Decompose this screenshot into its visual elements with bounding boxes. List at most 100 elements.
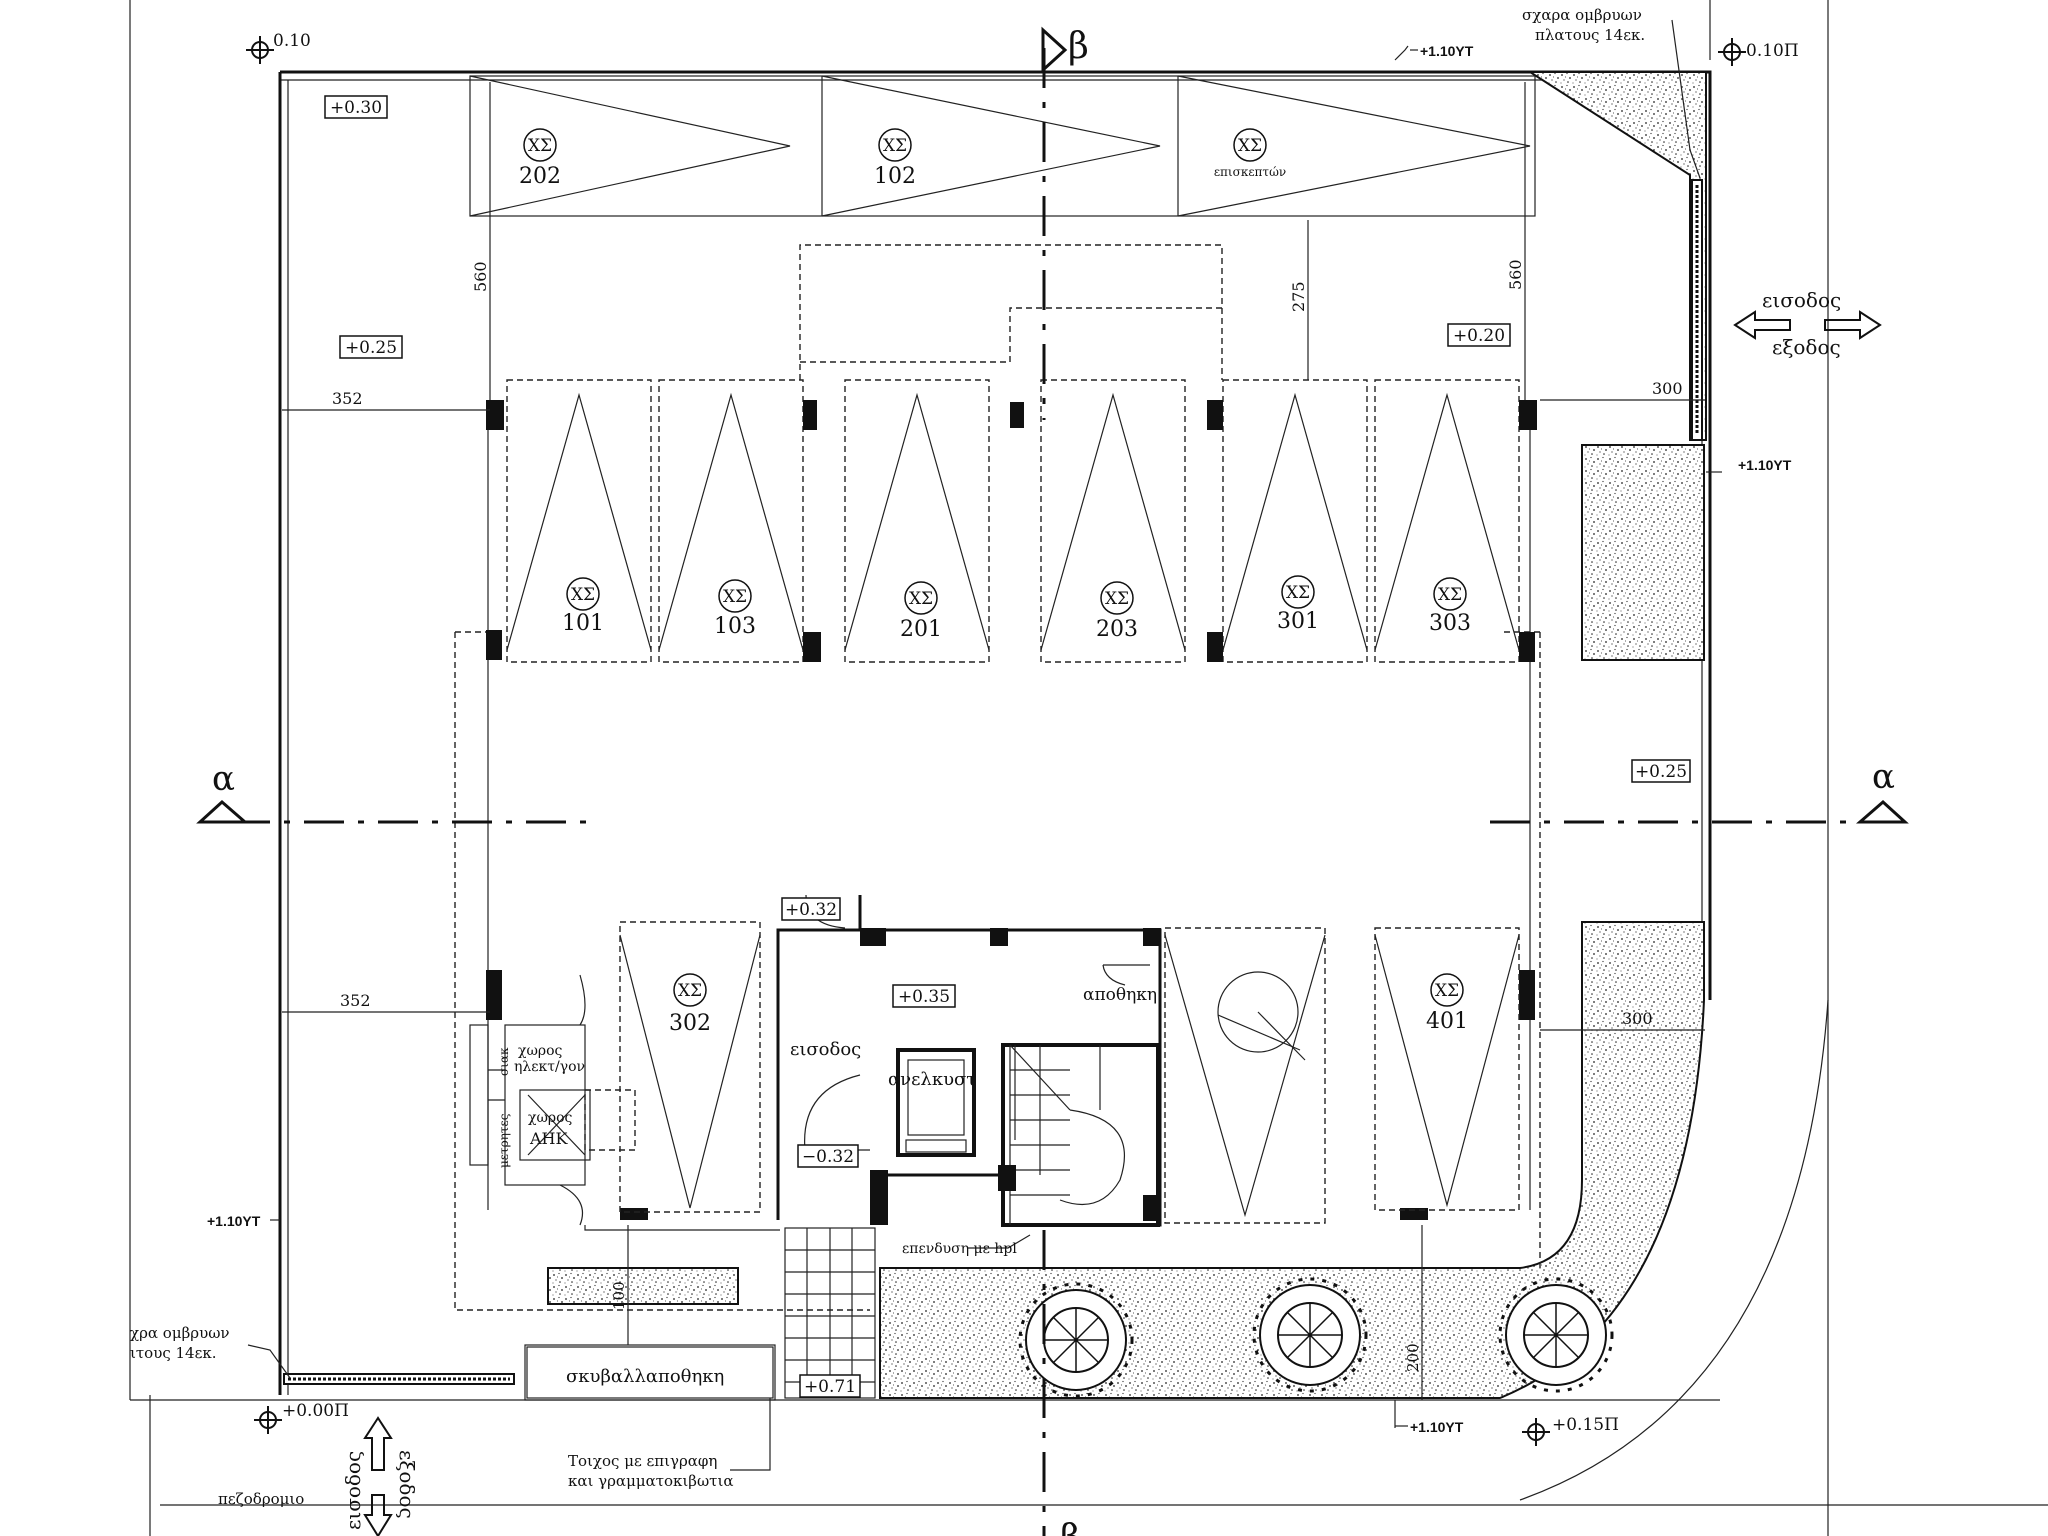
parking-labels: ΧΣ 202 ΧΣ 102 ΧΣ επισκεπτών ΧΣ 101 ΧΣ 10… (519, 128, 1471, 1036)
parking-spot-401[interactable]: ΧΣ 401 (1426, 973, 1468, 1034)
sidewalk-label: πεζοδρομιο (218, 1490, 304, 1508)
section-alpha-right: α (1872, 757, 1895, 797)
wall-note-line1: Τοιχος με επιγραφη (568, 1452, 717, 1470)
dim-100: 100 (610, 1281, 628, 1310)
level-room-tl: +0.30 (330, 98, 382, 118)
parking-middle-row (506, 379, 1520, 663)
yt-bottom: +1.10YT (1410, 1419, 1464, 1435)
parking-number: 103 (714, 614, 756, 639)
section-axes (196, 26, 1909, 1536)
parking-prefix: ΧΣ (909, 589, 933, 609)
storage-label: αποθηκη (1083, 985, 1157, 1005)
entrance-bottom-label: εισοδος (341, 1451, 365, 1530)
section-beta-bottom: β (1060, 1518, 1081, 1536)
level-entry-floor: −0.32 (802, 1147, 854, 1167)
grate-top-line2: πλατους 14εκ. (1535, 26, 1645, 44)
dim-300-bottom: 300 (1622, 1009, 1653, 1028)
parking-spot-103[interactable]: ΧΣ 103 (714, 579, 756, 639)
level-room-right-upper: +0.20 (1453, 326, 1505, 346)
dimension-lines (282, 82, 1705, 1400)
grate-left-line1: χρα ομβρυων (130, 1324, 230, 1342)
elevator-label: ανελκυστ (888, 1069, 976, 1090)
parking-bottom-row (619, 921, 1520, 1224)
level-boxes: +0.30 +0.25 +0.20 +0.25 +0.32 +0.35 −0.3… (324, 95, 1691, 1398)
parking-number: επισκεπτών (1214, 165, 1286, 179)
parking-prefix: ΧΣ (1435, 981, 1459, 1001)
entry-exit-arrows-bottom (363, 1416, 393, 1536)
electric-room-line1: χωρος (518, 1043, 563, 1059)
parking-prefix: ΧΣ (883, 136, 907, 156)
stair-core (776, 894, 1162, 1227)
site-boundary (129, 0, 2048, 1536)
level-stair-top: +0.32 (785, 900, 837, 920)
parking-spot-102[interactable]: ΧΣ 102 (874, 128, 916, 189)
parking-prefix: ΧΣ (1438, 585, 1462, 605)
parking-number: 202 (519, 164, 561, 189)
parking-number: 101 (562, 611, 604, 636)
cladding-label: επενδυση με hpl (902, 1241, 1017, 1257)
parking-prefix: ΧΣ (1238, 136, 1262, 156)
parking-prefix: ΧΣ (528, 136, 552, 156)
entrance-right-label: εισοδος (1762, 288, 1841, 312)
parking-prefix: ΧΣ (1286, 583, 1310, 603)
ahk-room-line1: χωρος (528, 1110, 573, 1126)
level-bottom-small: +0.71 (804, 1377, 856, 1397)
section-letters: α α β β (212, 26, 1895, 1536)
garbage-room-label: σκυβαλλαποθηκη (566, 1366, 724, 1387)
yt-left: +1.10YT (207, 1213, 261, 1229)
parking-spot-203[interactable]: ΧΣ 203 (1096, 581, 1138, 642)
parking-spot-101[interactable]: ΧΣ 101 (562, 577, 604, 636)
dim-200: 200 (1404, 1343, 1422, 1372)
corner-levels: 0.10 0.10Π +0.00Π +0.15Π (273, 31, 1799, 1435)
exit-bottom-label: εξοδος (395, 1450, 419, 1519)
section-beta-top: β (1068, 26, 1089, 67)
grate-left-line2: ιτους 14εκ. (130, 1344, 217, 1362)
annotation-labels: σχαρα ομβρυων πλατους 14εκ. χρα ομβρυων … (130, 6, 1841, 1530)
parking-prefix: ΧΣ (571, 585, 595, 605)
parking-spot-201[interactable]: ΧΣ 201 (900, 581, 942, 642)
pillars[interactable] (486, 400, 1537, 1221)
parking-prefix: ΧΣ (723, 587, 747, 607)
parking-number: 201 (900, 617, 942, 642)
trees (1018, 1277, 1614, 1398)
leader-lines (247, 19, 1722, 1471)
corner-level-bl: +0.00Π (282, 1401, 349, 1421)
exit-right-label: εξοδος (1772, 335, 1841, 359)
dimension-texts: 560 560 275 352 352 300 300 200 100 (332, 259, 1683, 1372)
parking-spot-302[interactable]: ΧΣ 302 (669, 973, 711, 1036)
corner-level-br: +0.15Π (1552, 1415, 1619, 1435)
parking-spot-visitors[interactable]: ΧΣ επισκεπτών (1214, 128, 1286, 179)
parking-spot-202[interactable]: ΧΣ 202 (519, 128, 561, 189)
dim-560-left: 560 (471, 261, 490, 292)
corner-level-tr: 0.10Π (1746, 41, 1799, 61)
dim-352-top: 352 (332, 389, 363, 408)
dashed-structure (454, 244, 1541, 1311)
corner-level-tl: 0.10 (273, 31, 311, 51)
dim-560-right: 560 (1506, 259, 1525, 290)
stac-label: σιακ (497, 1047, 511, 1076)
parking-number: 301 (1277, 609, 1319, 634)
parking-spot-301[interactable]: ΧΣ 301 (1277, 575, 1319, 634)
parking-number: 102 (874, 164, 916, 189)
parking-number: 303 (1429, 611, 1471, 636)
dim-352-bottom: 352 (340, 991, 371, 1010)
entrance-grid (784, 1074, 876, 1399)
grate-top-line1: σχαρα ομβρυων (1522, 6, 1642, 24)
electric-room-line2: ηλεκτ/γον (514, 1059, 585, 1075)
section-alpha-left: α (212, 759, 235, 799)
level-lobby: +0.35 (898, 987, 950, 1007)
entry-exit-arrows-right (1733, 310, 1882, 340)
wall-note-line2: και γραμματοκιβωτια (568, 1472, 734, 1490)
level-room-right-mid: +0.25 (1635, 762, 1687, 782)
drain-grates (283, 179, 1703, 1385)
level-targets (246, 36, 1746, 1446)
meters-label: μετρητες (497, 1113, 511, 1168)
utility-rooms (469, 974, 780, 1401)
yt-right: +1.10YT (1738, 457, 1792, 473)
parking-number: 302 (669, 1011, 711, 1036)
parking-top-row (469, 75, 1536, 217)
building-outline (278, 70, 1712, 1395)
yt-levels: +1.10YT +1.10YT +1.10YT +1.10YT (207, 43, 1792, 1435)
parking-spot-303[interactable]: ΧΣ 303 (1429, 577, 1471, 636)
